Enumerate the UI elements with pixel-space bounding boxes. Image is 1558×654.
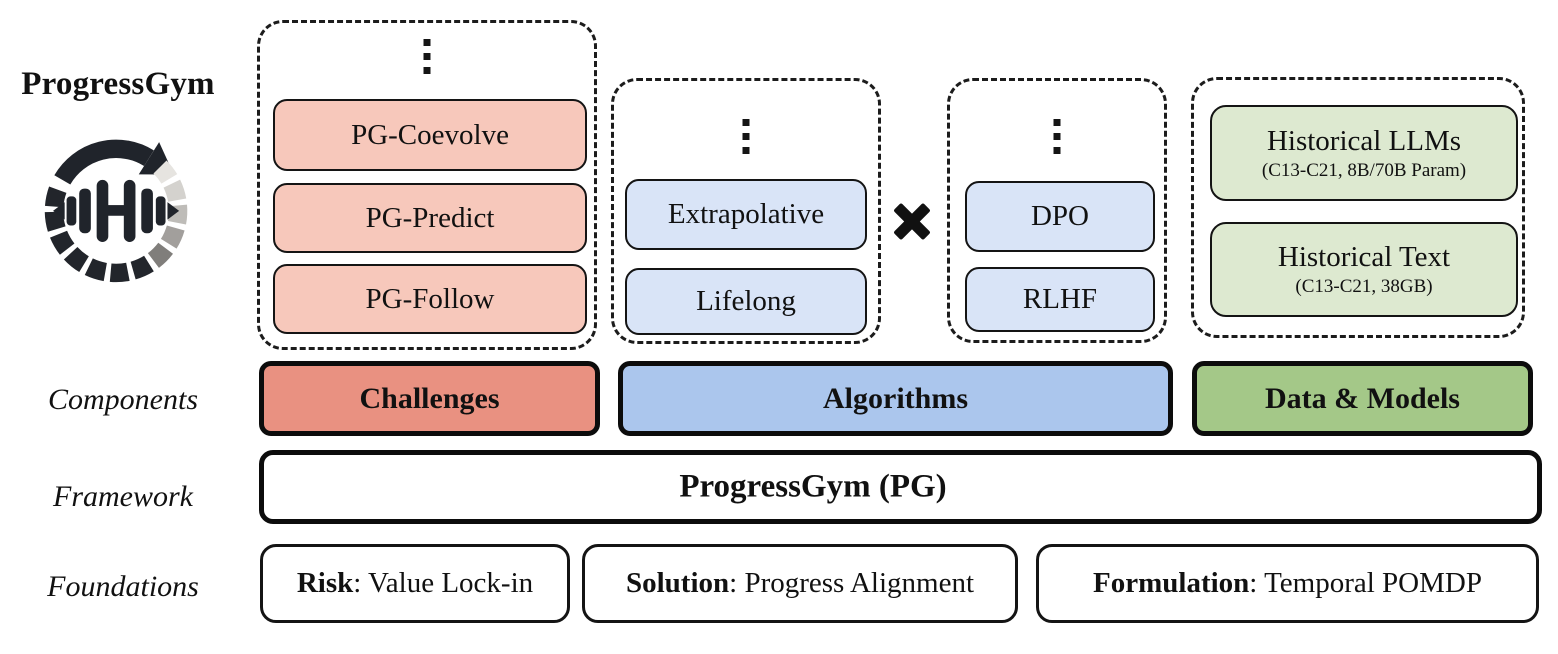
data-item-subtitle: (C13-C21, 38GB) — [1295, 276, 1433, 297]
data-models-group: Historical LLMs (C13-C21, 8B/70B Param) … — [1191, 77, 1525, 338]
arrow-arc — [54, 139, 154, 185]
algorithm-label: RLHF — [1022, 283, 1098, 315]
progressgym-title: ProgressGym — [21, 66, 215, 102]
row-label-components: Components — [48, 383, 198, 416]
challenge-item-pg-predict: PG-Predict — [273, 183, 587, 253]
framework-box: ProgressGym (PG) — [259, 450, 1542, 524]
algorithm-label: Extrapolative — [667, 198, 825, 230]
challenge-item-pg-coevolve: PG-Coevolve — [273, 99, 587, 171]
component-challenges: Challenges — [259, 361, 600, 436]
times-operator-icon — [886, 195, 938, 247]
vertical-ellipsis-icon — [1053, 119, 1061, 154]
component-label: Algorithms — [823, 381, 968, 415]
foundation-keyword: Risk — [296, 567, 354, 599]
algorithm-label: Lifelong — [696, 285, 796, 317]
data-item-title: Historical LLMs — [1266, 124, 1462, 157]
data-item-historical-llms: Historical LLMs (C13-C21, 8B/70B Param) — [1210, 105, 1518, 201]
algorithm-group-right: DPO RLHF — [947, 78, 1167, 343]
algorithm-item-dpo: DPO — [965, 181, 1155, 252]
progressgym-logo-icon — [44, 139, 188, 283]
data-item-historical-text: Historical Text (C13-C21, 38GB) — [1210, 222, 1518, 317]
foundation-keyword: Solution — [625, 567, 730, 599]
vertical-ellipsis-icon — [742, 119, 750, 154]
row-label-foundations: Foundations — [47, 570, 199, 603]
challenge-label: PG-Coevolve — [351, 118, 509, 151]
foundation-formulation: Formulation: Temporal POMDP — [1036, 544, 1539, 623]
challenge-label: PG-Predict — [365, 201, 495, 234]
foundation-text: : Value Lock-in — [353, 567, 534, 599]
data-item-title: Historical Text — [1277, 241, 1451, 273]
component-algorithms: Algorithms — [618, 361, 1173, 436]
challenges-group: PG-Coevolve PG-Predict PG-Follow — [257, 20, 597, 350]
component-label: Challenges — [359, 381, 500, 415]
foundation-text: : Progress Alignment — [729, 567, 975, 599]
challenge-item-pg-follow: PG-Follow — [273, 264, 587, 334]
foundation-keyword: Formulation — [1093, 567, 1250, 599]
foundation-text: : Temporal POMDP — [1249, 567, 1482, 599]
row-label-framework: Framework — [53, 480, 193, 513]
framework-label: ProgressGym (PG) — [679, 468, 947, 505]
dumbbell-icon — [53, 179, 180, 242]
algorithm-label: DPO — [1030, 200, 1089, 232]
component-label: Data & Models — [1265, 381, 1460, 415]
foundation-solution: Solution: Progress Alignment — [582, 544, 1018, 623]
algorithm-item-rlhf: RLHF — [965, 267, 1155, 332]
algorithm-item-extrapolative: Extrapolative — [625, 179, 867, 250]
algorithm-item-lifelong: Lifelong — [625, 268, 867, 335]
foundation-risk: Risk: Value Lock-in — [260, 544, 570, 623]
algorithm-group-left: Extrapolative Lifelong — [611, 78, 881, 344]
vertical-ellipsis-icon — [423, 39, 431, 74]
challenge-label: PG-Follow — [365, 282, 495, 315]
data-item-subtitle: (C13-C21, 8B/70B Param) — [1261, 159, 1467, 181]
component-data-models: Data & Models — [1192, 361, 1533, 436]
